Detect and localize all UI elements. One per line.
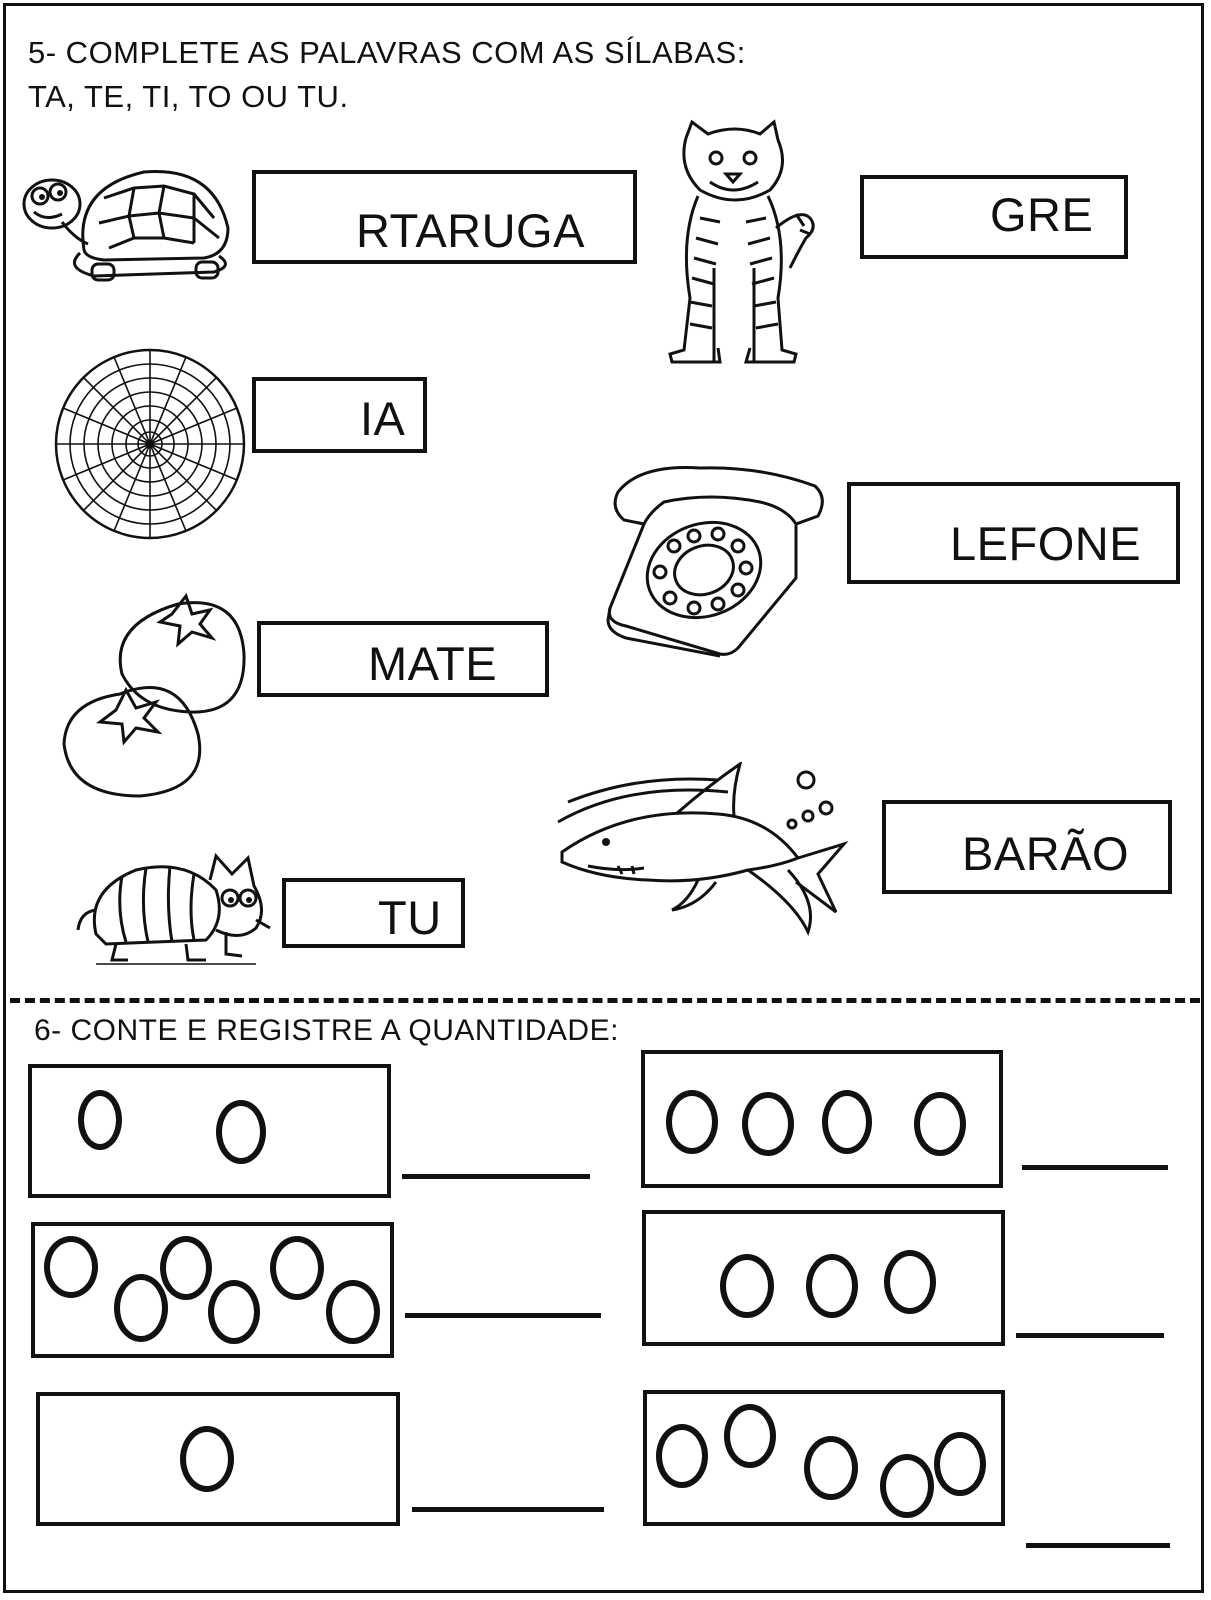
exercise6-title: 6- CONTE E REGISTRE A QUANTIDADE: — [34, 1014, 619, 1047]
turtle-illustration — [22, 169, 230, 282]
count-circle — [822, 1090, 872, 1154]
count-box-2 — [641, 1050, 1003, 1188]
word-text-armadillo: TU — [378, 891, 442, 944]
count-circle — [806, 1254, 858, 1318]
tomatoes-illustration — [62, 592, 246, 798]
count-circle — [208, 1280, 260, 1344]
count-circle — [742, 1092, 794, 1156]
answer-line-2[interactable] — [1022, 1165, 1168, 1170]
word-text-tiger: GRE — [990, 188, 1094, 241]
page-border — [3, 3, 1204, 1593]
telephone-illustration — [606, 466, 824, 658]
count-circle — [180, 1426, 234, 1492]
count-circle — [724, 1404, 776, 1468]
word-text-tomatoes: MATE — [368, 637, 498, 690]
count-circle — [656, 1424, 708, 1488]
word-box-tomatoes[interactable] — [257, 621, 549, 697]
count-circle — [804, 1436, 858, 1500]
armadillo-illustration — [76, 852, 271, 965]
word-text-telephone: LEFONE — [950, 517, 1142, 570]
exercise5-title-line1: 5- COMPLETE AS PALAVRAS COM AS SÍLABAS: — [28, 35, 746, 70]
count-circle — [270, 1236, 324, 1300]
answer-line-6[interactable] — [1026, 1543, 1170, 1548]
answer-line-5[interactable] — [412, 1507, 604, 1512]
count-box-4 — [642, 1210, 1005, 1346]
shark-illustration — [557, 762, 849, 937]
count-box-5 — [36, 1392, 400, 1526]
count-circle — [216, 1100, 266, 1164]
count-circle — [44, 1236, 98, 1298]
count-circle — [326, 1280, 380, 1344]
section-divider — [10, 998, 1200, 1003]
count-circle — [720, 1254, 774, 1318]
word-box-armadillo[interactable] — [282, 878, 465, 948]
word-text-turtle: RTARUGA — [356, 204, 585, 257]
count-box-3 — [31, 1222, 394, 1358]
count-circle — [880, 1454, 934, 1518]
count-circle — [884, 1250, 936, 1314]
word-text-shark: BARÃO — [962, 827, 1130, 880]
answer-line-3[interactable] — [405, 1313, 601, 1318]
spider-web-illustration — [54, 348, 246, 540]
word-box-tiger[interactable] — [860, 175, 1128, 259]
word-box-telephone[interactable] — [847, 482, 1180, 584]
count-circle — [78, 1090, 122, 1150]
count-circle — [114, 1274, 168, 1342]
count-circle — [934, 1432, 986, 1496]
word-text-spider-web: IA — [360, 392, 406, 445]
answer-line-1[interactable] — [402, 1174, 590, 1179]
word-box-spider-web[interactable] — [252, 377, 427, 453]
count-circle — [914, 1092, 966, 1156]
word-box-turtle[interactable] — [252, 170, 637, 264]
exercise5-title-line2: TA, TE, TI, TO OU TU. — [28, 79, 349, 114]
count-circle — [160, 1236, 212, 1300]
count-box-6 — [643, 1390, 1005, 1526]
tiger-illustration — [668, 119, 815, 364]
count-box-1 — [28, 1064, 391, 1198]
word-box-shark[interactable] — [882, 800, 1172, 894]
count-circle — [666, 1090, 718, 1154]
answer-line-4[interactable] — [1016, 1333, 1164, 1338]
